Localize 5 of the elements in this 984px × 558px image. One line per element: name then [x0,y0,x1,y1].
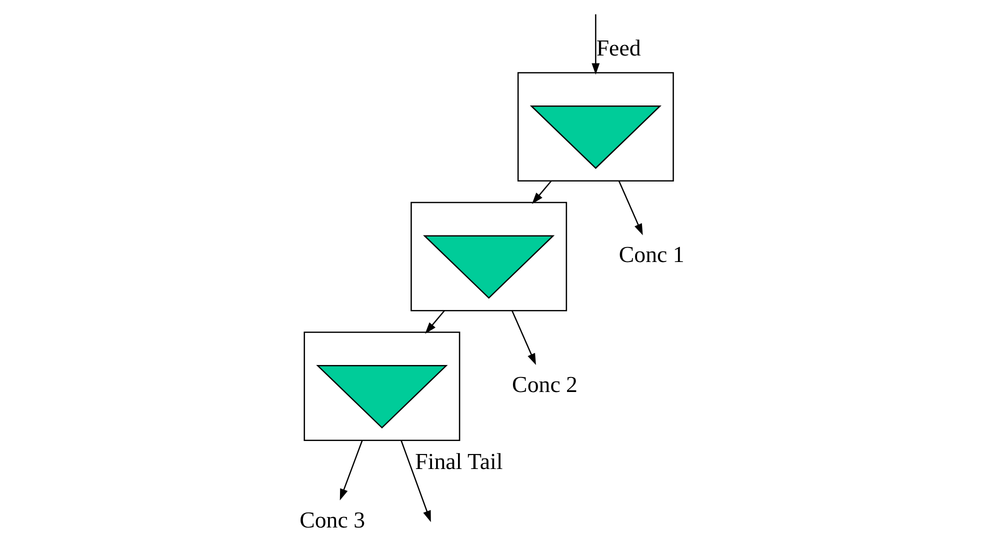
edge-label: Feed [596,35,641,60]
node-text: Conc 2 [512,372,578,397]
edge-label: Final Tail [415,448,503,474]
node-text: Conc 1 [618,242,684,268]
node-text: Conc 3 [300,507,366,532]
